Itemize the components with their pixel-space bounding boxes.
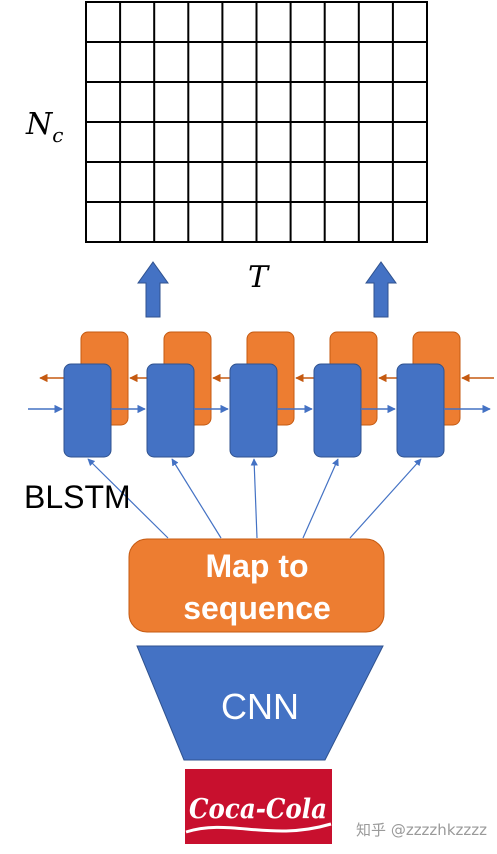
map-to-sequence-line1: Map to	[205, 548, 308, 584]
sequence-input-arrow	[250, 458, 258, 539]
blstm-forward-cell	[313, 363, 362, 458]
blstm-forward-cell	[63, 363, 112, 458]
cnn-label: CNN	[221, 686, 299, 727]
coke-logo-background	[185, 769, 332, 844]
map-to-sequence-line2: sequence	[183, 590, 331, 626]
output-probability-grid	[85, 1, 428, 243]
blstm-cells	[28, 331, 494, 458]
blstm-label: BLSTM	[24, 479, 131, 515]
blstm-forward-cell	[396, 363, 445, 458]
sequence-input-arrow	[302, 458, 339, 539]
grid-row-label-subscript: c	[52, 123, 63, 147]
cnn-trapezoid	[136, 645, 384, 761]
blstm-forward-cell	[229, 363, 278, 458]
sequence-input-arrow	[171, 458, 222, 539]
output-arrow-left	[137, 261, 169, 318]
watermark: 知乎 @zzzzhkzzzz	[356, 821, 487, 839]
input-image: Coca-Cola	[185, 769, 332, 844]
output-arrow-right	[365, 261, 397, 318]
coke-logo-ribbon	[185, 822, 332, 834]
sequence-input-arrow	[87, 458, 169, 539]
blstm-forward-cell	[146, 363, 195, 458]
sequence-input-arrow	[349, 458, 422, 539]
map-to-sequence-box	[128, 538, 385, 633]
blstm-input-arrows	[87, 458, 422, 539]
grid-row-label: Nc	[25, 107, 63, 147]
coke-logo-text: Coca-Cola	[189, 794, 327, 825]
grid-col-label: T	[248, 260, 270, 295]
